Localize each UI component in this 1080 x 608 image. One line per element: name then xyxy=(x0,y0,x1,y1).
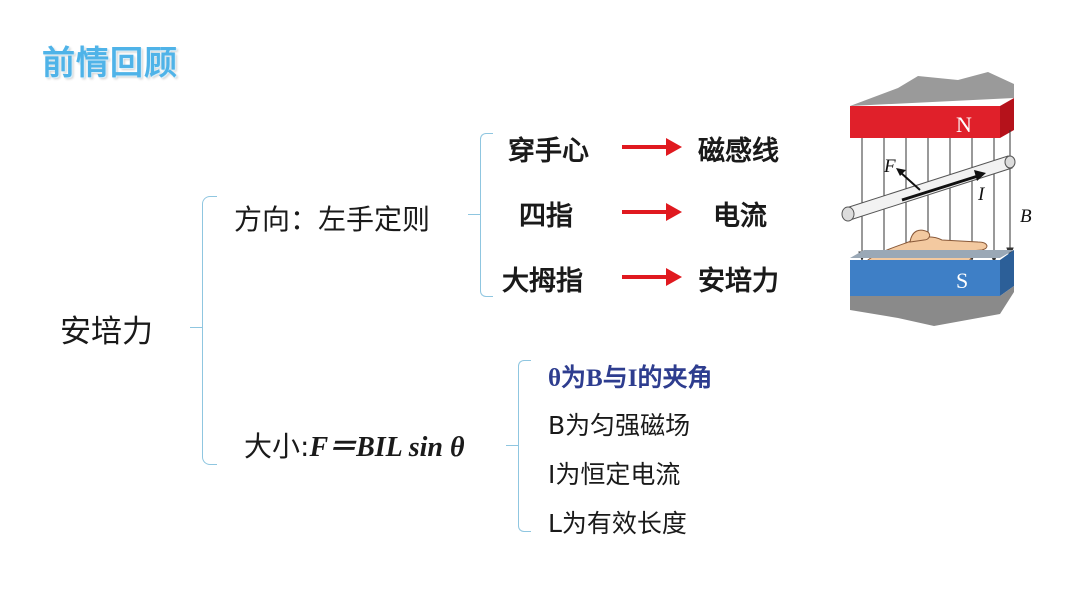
red-arrow-icon xyxy=(622,268,682,286)
magnet-top-surface xyxy=(850,72,1014,106)
north-pole xyxy=(850,106,1000,138)
note-b: B为匀强磁场 xyxy=(548,411,691,440)
red-arrow-icon xyxy=(622,203,682,221)
thumb-icon xyxy=(909,229,931,243)
page-title: 前情回顾 xyxy=(42,43,178,82)
note-theta: θ为B与I的夹角 xyxy=(548,365,713,392)
magnet-bottom-edge xyxy=(850,286,1014,326)
left-hand-rule-figure: N F I B S xyxy=(841,72,1032,326)
field-label: B xyxy=(1020,206,1032,227)
arrow-head-icon xyxy=(896,168,906,176)
root-brace-tip xyxy=(190,327,202,328)
north-pole-side xyxy=(1000,98,1014,138)
south-pole-side xyxy=(1000,250,1014,296)
force-label: F xyxy=(883,156,896,177)
direction-brace-tip xyxy=(468,214,480,215)
row-right-force: 安培力 xyxy=(698,266,779,297)
red-arrow-icon xyxy=(622,138,682,156)
row-left-fingers: 四指 xyxy=(519,201,573,232)
row-left-thumb: 大拇指 xyxy=(502,266,583,297)
note-l: L为有效长度 xyxy=(548,509,687,538)
arrow-head-icon xyxy=(974,170,986,181)
magnitude-prefix: 大小: xyxy=(244,430,310,463)
direction-label: 方向：左手定则 xyxy=(234,203,431,236)
row-right-field-lines: 磁感线 xyxy=(698,136,779,167)
conductor-rod xyxy=(841,155,1016,222)
magnitude-brace-tip xyxy=(506,445,518,446)
magnitude-line: 大小:F＝BIL sin θ xyxy=(244,425,465,465)
north-label: N xyxy=(956,112,972,137)
force-arrow xyxy=(899,171,921,191)
south-pole-top xyxy=(850,250,1014,258)
south-pole xyxy=(850,260,1000,296)
root-brace xyxy=(202,196,217,465)
root-label: 安培力 xyxy=(60,314,153,350)
current-label: I xyxy=(977,184,986,205)
south-label: S xyxy=(956,268,968,293)
direction-brace xyxy=(480,133,493,297)
row-right-current: 电流 xyxy=(713,201,767,232)
magnitude-formula: F＝BIL sin θ xyxy=(309,432,465,463)
current-arrow xyxy=(901,174,979,202)
magnitude-brace xyxy=(518,360,531,532)
row-left-palm: 穿手心 xyxy=(508,136,589,167)
note-i: I为恒定电流 xyxy=(548,460,681,489)
